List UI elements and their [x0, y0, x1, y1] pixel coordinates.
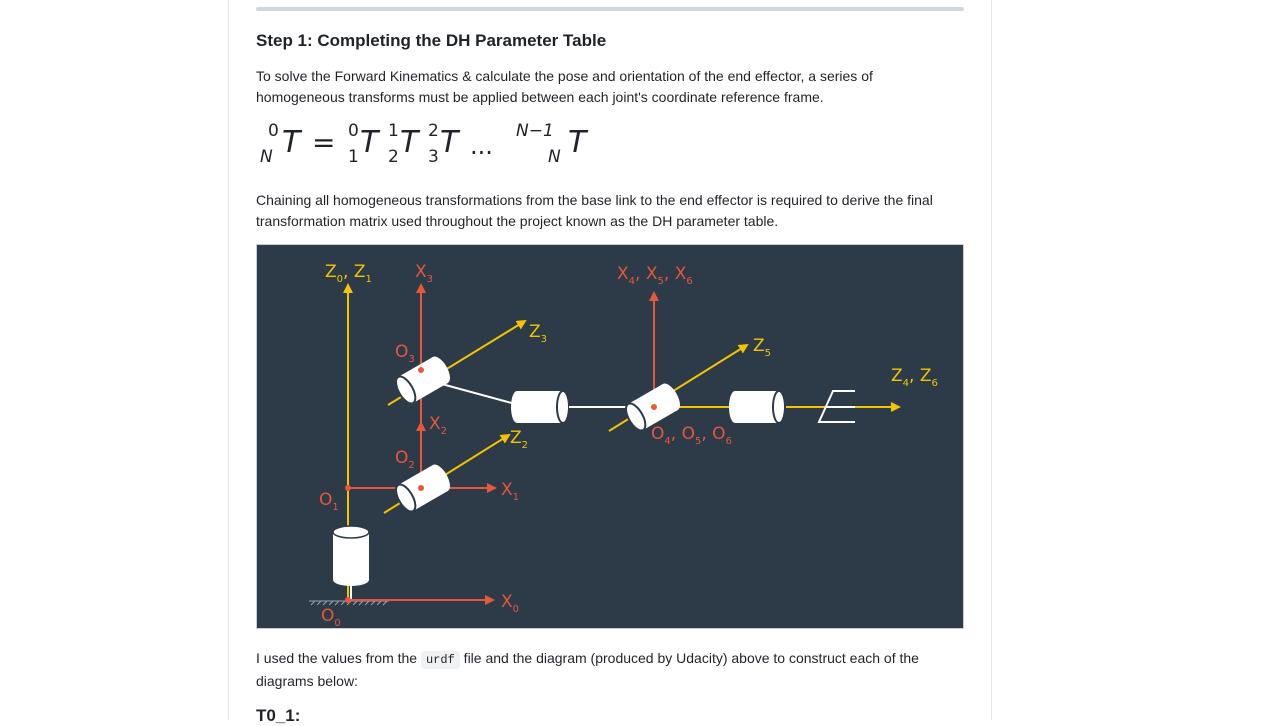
label-x0: X0 — [501, 592, 519, 615]
label-o3: O3 — [395, 342, 415, 365]
eq-lhs-sup: 0 — [268, 121, 279, 141]
forward-kinematics-equation: 0 N T = 0 1 T 1 2 T 2 3 T ... N−1 N T — [260, 121, 589, 167]
section-heading: Step 1: Completing the DH Parameter Tabl… — [256, 31, 607, 50]
eq-t1-sup: 0 — [348, 121, 359, 141]
label-x2: X2 — [429, 414, 447, 437]
urdf-text-after: file and the diagram (produced by Udacit… — [256, 650, 919, 689]
eq-t3-sub: 3 — [428, 147, 439, 167]
label-z3: Z3 — [529, 322, 547, 345]
base-link-cylinder — [332, 525, 370, 600]
dh-frames-diagram: Z0, Z1 Z3 Z2 Z5 Z4, Z6 — [256, 244, 964, 629]
origin-o1 — [345, 485, 351, 491]
joint3-cylinder — [395, 356, 450, 405]
label-z5: Z5 — [753, 336, 771, 359]
urdf-code: urdf — [420, 651, 460, 669]
eq-lhs-T: T — [282, 125, 303, 160]
origin-o2 — [418, 485, 424, 491]
label-z4-z6: Z4, Z6 — [891, 366, 938, 389]
label-o0: O0 — [321, 606, 341, 628]
urdf-paragraph: I used the values from the urdf file and… — [256, 648, 964, 692]
eq-last-sup: N−1 — [516, 121, 554, 141]
label-z2: Z2 — [510, 428, 528, 451]
eq-last-T: T — [568, 125, 589, 160]
eq-lhs-sub: N — [260, 147, 273, 167]
label-z0-z1: Z0, Z1 — [325, 262, 372, 285]
label-o2: O2 — [395, 448, 415, 471]
robot-arm-diagram-svg: Z0, Z1 Z3 Z2 Z5 Z4, Z6 — [309, 262, 938, 629]
eq-t2-T: T — [400, 125, 421, 160]
eq-t2-sub: 2 — [388, 147, 399, 167]
urdf-text-before: I used the values from the — [256, 650, 421, 666]
eq-dots: ... — [470, 132, 493, 160]
origin-o0 — [345, 597, 351, 603]
eq-t3-T: T — [440, 125, 461, 160]
section-divider — [256, 7, 964, 11]
label-o1: O1 — [319, 490, 339, 513]
label-x3: X3 — [415, 262, 433, 285]
eq-equals: = — [312, 126, 335, 159]
eq-t3-sup: 2 — [428, 121, 439, 141]
label-x4-x5-x6: X4, X5, X6 — [617, 264, 693, 287]
eq-t2-sup: 1 — [388, 121, 399, 141]
origin-o3 — [418, 367, 424, 373]
origin-o4-o5-o6 — [651, 404, 657, 410]
joint4-cylinder — [511, 390, 570, 424]
t0-1-heading: T0_1: — [256, 706, 301, 725]
label-x1: X1 — [501, 480, 519, 503]
label-o4-o5-o6: O4, O5, O6 — [651, 424, 732, 447]
chaining-paragraph: Chaining all homogeneous transformations… — [256, 192, 933, 229]
eq-t1-sub: 1 — [348, 147, 359, 167]
joint6-cylinder — [729, 390, 786, 424]
eq-last-sub: N — [548, 147, 561, 167]
markdown-page: Step 1: Completing the DH Parameter Tabl… — [228, 0, 992, 725]
intro-paragraph: To solve the Forward Kinematics & calcul… — [256, 68, 873, 105]
eq-t1-T: T — [360, 125, 381, 160]
